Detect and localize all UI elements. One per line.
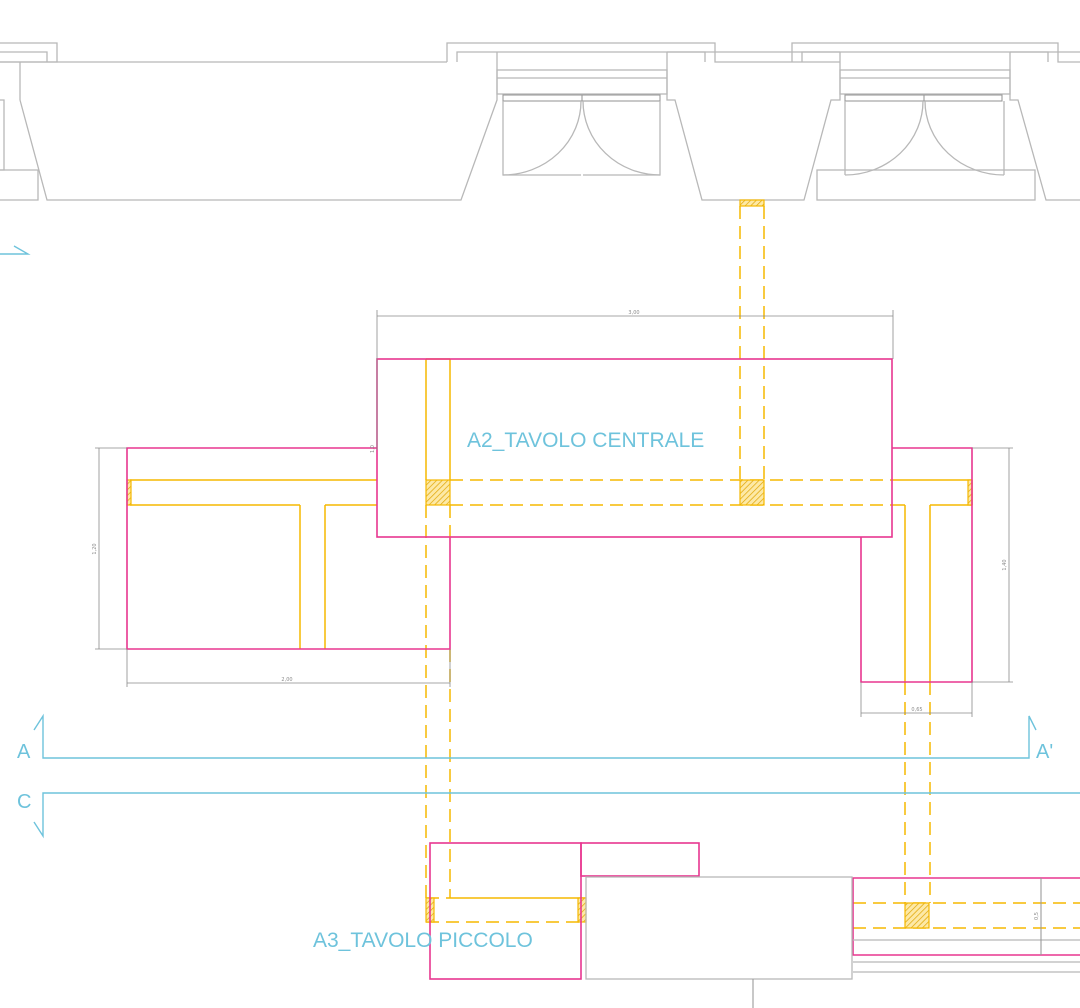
right-table-outline (860, 447, 973, 683)
label-central-table: A2_TAVOLO CENTRALE (467, 429, 704, 452)
dim-left-height: 1,20 (92, 543, 98, 554)
small-table-extension (580, 842, 700, 877)
dim-right-width: 0,65 (911, 707, 922, 713)
column-post (904, 902, 930, 929)
tables (126, 358, 1080, 980)
facade-wall (0, 42, 1080, 201)
section-line-a (33, 713, 1037, 759)
small-table-outline (429, 842, 582, 980)
section-line-c (33, 792, 1080, 839)
dim-central-side: 1,0 (370, 445, 376, 453)
beam-structure (126, 199, 1080, 929)
label-small-table: A3_TAVOLO PICCOLO (313, 929, 533, 952)
column-post (739, 479, 765, 506)
dim-small-right: 0,5 (1034, 912, 1040, 920)
bottom-furniture (585, 876, 1080, 1008)
dim-left-width: 2,00 (281, 677, 292, 683)
section-mark-c-left: C (17, 791, 31, 813)
column-post (577, 897, 587, 923)
column-post (425, 479, 451, 506)
section-mark-top-left (0, 245, 31, 255)
dim-central-width: 3,00 (628, 310, 639, 316)
left-table-outline (126, 447, 451, 650)
dim-right-height: 1,40 (1002, 559, 1008, 570)
bottom-right-table-outline (852, 877, 1080, 956)
section-mark-a-right: A' (1036, 741, 1053, 763)
section-lines: A A' C (17, 713, 1080, 839)
dimension-lines: 3,00 1,0 1,20 2,00 1,40 0,65 0,5 (92, 310, 1040, 920)
section-mark-a-left: A (17, 741, 31, 763)
